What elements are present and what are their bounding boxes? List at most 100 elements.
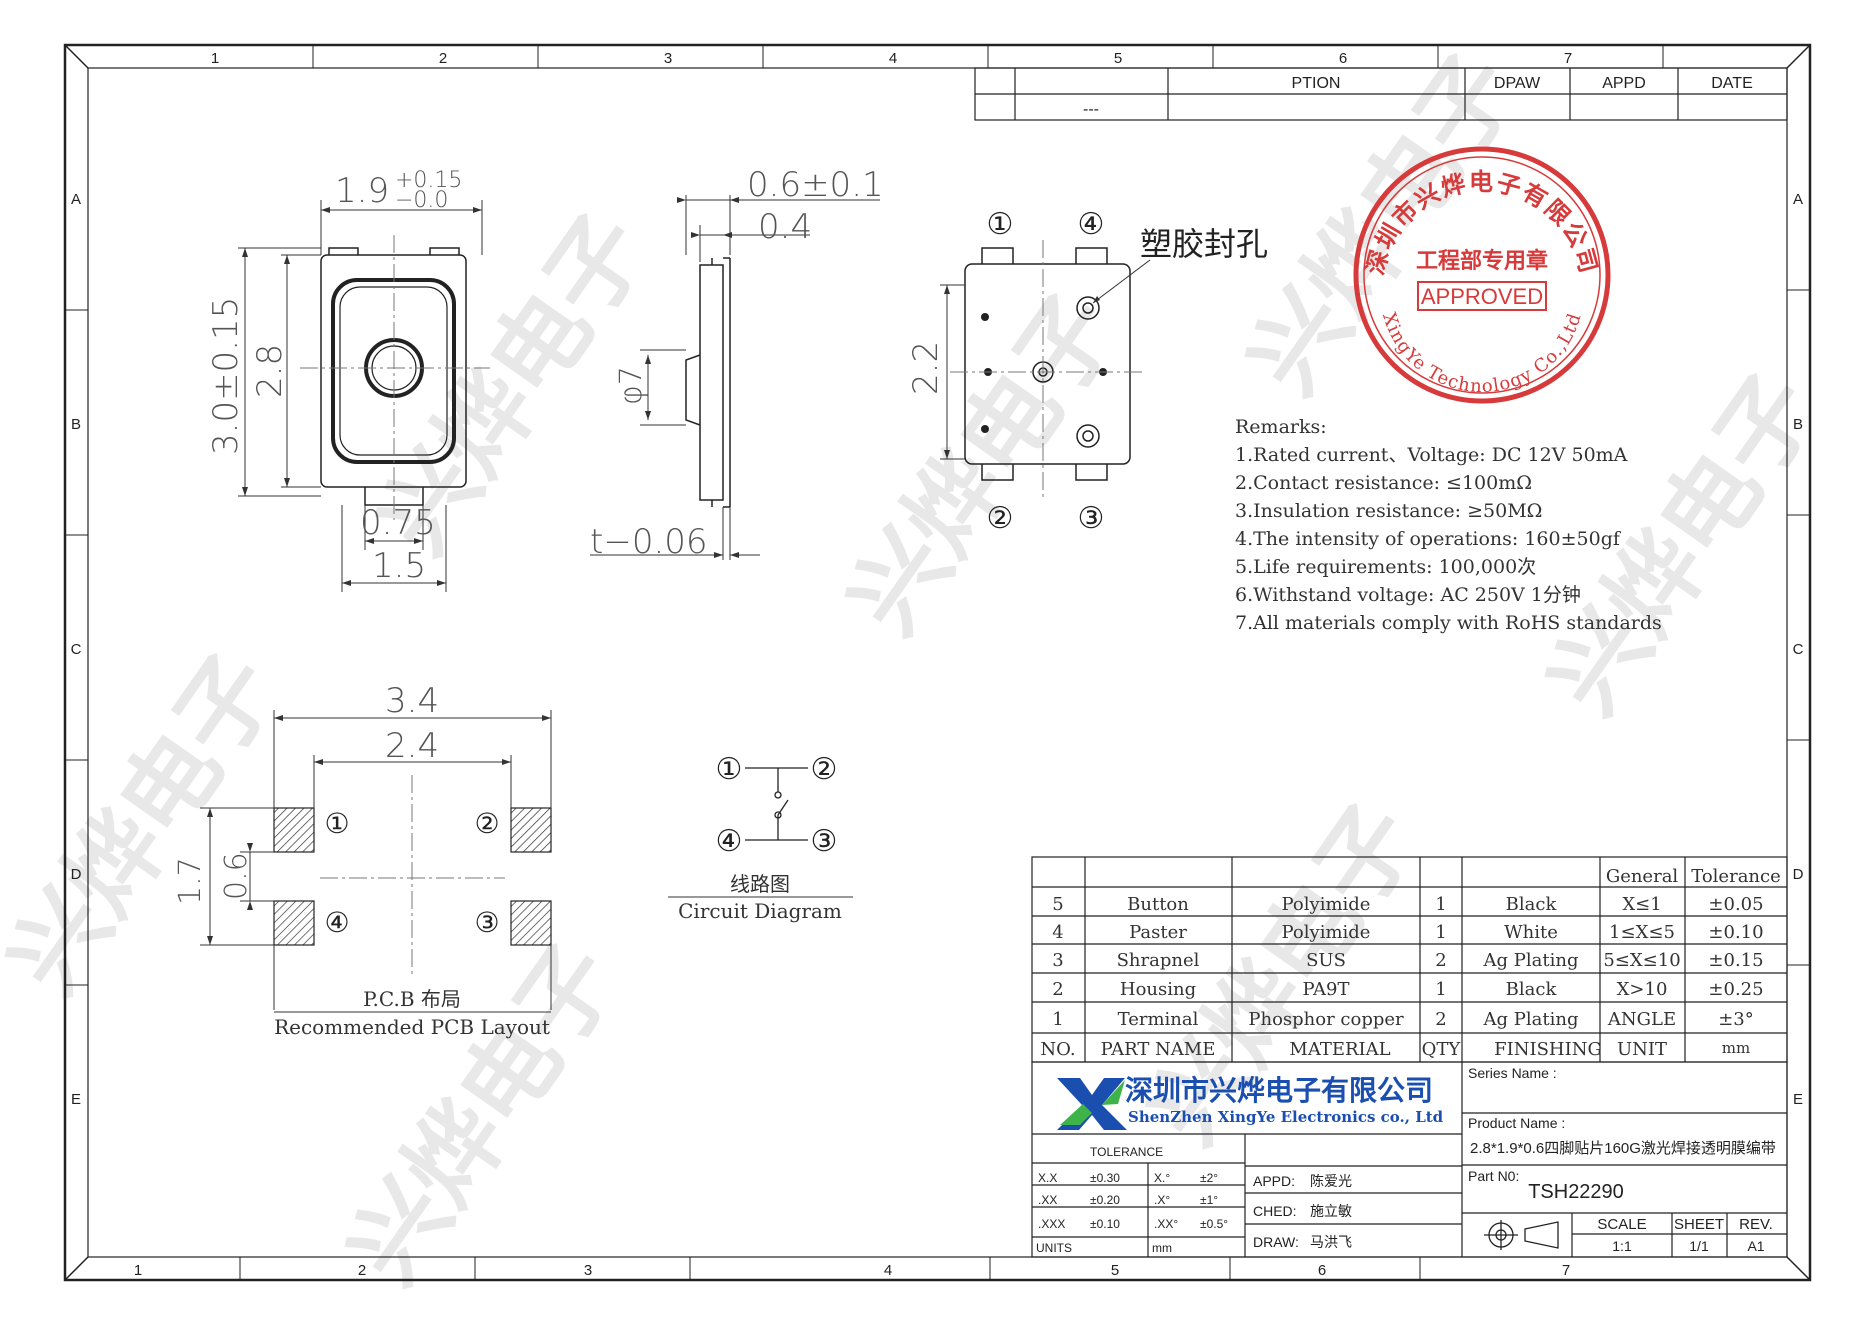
- plastic-sealed-hole-label: 塑胶封孔: [1140, 225, 1268, 263]
- bom-row3-unit: 5≤X≤10: [1603, 950, 1680, 971]
- bom-header-material: MATERIAL: [1289, 1039, 1390, 1060]
- company-name-cn: 深圳市兴烨电子有限公司: [1125, 1074, 1433, 1106]
- scale-value: 1:1: [1612, 1238, 1632, 1254]
- zone-bottom-3: 3: [584, 1262, 592, 1279]
- svg-text:兴烨电子: 兴烨电子: [0, 634, 299, 1013]
- bom-row5-material: Polyimide: [1282, 894, 1371, 915]
- ched-value: 施立敏: [1310, 1204, 1352, 1220]
- bom-header-unit: UNIT: [1617, 1039, 1667, 1060]
- bom-row2-unit: X>10: [1617, 979, 1668, 1000]
- bom-header-finishing: FINISHING: [1494, 1039, 1602, 1060]
- sheet-value: 1/1: [1689, 1238, 1709, 1254]
- zone-right-D: D: [1793, 866, 1804, 883]
- zone-left-C: C: [71, 641, 82, 658]
- pcb-pin-1: ①: [324, 807, 349, 840]
- stamp-dept: 工程部专用章: [1416, 248, 1548, 274]
- dim-width-tol-minus: −0.0: [395, 188, 448, 213]
- rev-header-description: PTION: [1292, 75, 1341, 92]
- pcb-caption-cn: P.C.B 布局: [363, 987, 461, 1011]
- scale-label: SCALE: [1597, 1216, 1646, 1233]
- title-block: General Tolerance 5 Button Polyimide 1 B…: [1031, 856, 1788, 1258]
- dim-total-06: 0.6±0.1: [747, 165, 884, 205]
- bom-row3-tol: ±0.15: [1708, 950, 1763, 971]
- zone-left-D: D: [71, 866, 82, 883]
- zone-top-2: 2: [439, 50, 447, 67]
- zone-left-E: E: [71, 1091, 81, 1108]
- pcb-pin-2: ②: [474, 807, 499, 840]
- product-name-label: Product Name :: [1468, 1115, 1565, 1131]
- bom-row3-finishing: Ag Plating: [1483, 950, 1579, 971]
- bom-row2-qty: 1: [1435, 979, 1446, 1000]
- svg-text:兴烨电子: 兴烨电子: [1127, 784, 1439, 1163]
- rev-value: A1: [1747, 1238, 1764, 1254]
- rev-row-value: ---: [1083, 101, 1099, 118]
- zone-bottom-1: 1: [134, 1262, 142, 1279]
- front-view: 1.9 +0.15 −0.0 3.0±0.15 2.8 0.75 1.5: [206, 168, 490, 592]
- zone-bottom-4: 4: [884, 1262, 892, 1279]
- zone-left-B: B: [71, 416, 81, 433]
- series-name-label: Series Name :: [1468, 1065, 1557, 1081]
- units-value: mm: [1152, 1241, 1172, 1255]
- zone-right-C: C: [1793, 641, 1804, 658]
- zone-top-1: 1: [211, 50, 219, 67]
- dim-phi: φ7: [614, 366, 649, 405]
- remarks: Remarks: 1.Rated current、Voltage: DC 12V…: [1235, 416, 1662, 634]
- tol-row1-angle-key: X.°: [1154, 1171, 1170, 1185]
- bom-row1-qty: 2: [1435, 1009, 1446, 1030]
- bom-row2-part: Housing: [1120, 979, 1196, 1000]
- zone-bottom-5: 5: [1111, 1262, 1119, 1279]
- top-pin-2: ②: [987, 501, 1014, 536]
- svg-text:兴烨电子: 兴烨电子: [327, 924, 639, 1303]
- circuit-diagram: ① ② ④ ③ 线路图 Circuit Diagram: [668, 752, 853, 923]
- remark-1: 1.Rated current、Voltage: DC 12V 50mA: [1235, 444, 1628, 466]
- top-pin-4: ④: [1078, 207, 1105, 242]
- dim-inner-28: 2.8: [250, 344, 290, 398]
- top-pin-1: ①: [987, 207, 1014, 242]
- bom-row4-no: 4: [1052, 922, 1063, 943]
- dim-body-04: 0.4: [758, 207, 812, 247]
- revision-table: PTION DPAW APPD DATE ---: [974, 67, 1788, 121]
- bom-row4-part: Paster: [1129, 922, 1187, 943]
- pcb-pin-3: ③: [474, 906, 499, 939]
- svg-text:XingYe Technology Co.,Ltd: XingYe Technology Co.,Ltd: [1378, 310, 1586, 397]
- zone-top-4: 4: [889, 50, 897, 67]
- bom-general-header: General: [1606, 866, 1679, 887]
- tol-row2-val: ±0.20: [1090, 1193, 1120, 1207]
- tol-row1-angle-val: ±2°: [1200, 1171, 1218, 1185]
- bom-row5-tol: ±0.05: [1708, 894, 1763, 915]
- bom-row3-qty: 2: [1435, 950, 1446, 971]
- dim-pin-075: 0.75: [360, 503, 436, 543]
- dim-pin-span-15: 1.5: [372, 546, 426, 586]
- bom-row3-part: Shrapnel: [1117, 950, 1200, 971]
- zone-bottom-7: 7: [1562, 1262, 1570, 1279]
- appd-label: APPD:: [1253, 1173, 1295, 1189]
- rev-header-date: DATE: [1711, 75, 1752, 92]
- bom-row1-material: Phosphor copper: [1248, 1009, 1404, 1030]
- bom-row1-tol: ±3°: [1718, 1009, 1754, 1030]
- remark-7: 7.All materials comply with RoHS standar…: [1235, 612, 1662, 634]
- remark-6: 6.Withstand voltage: AC 250V 1分钟: [1235, 584, 1581, 606]
- bom-row4-unit: 1≤X≤5: [1609, 922, 1675, 943]
- draw-value: 马洪飞: [1310, 1235, 1352, 1251]
- tol-row1-key: X.X: [1038, 1171, 1057, 1185]
- projection-symbol-icon: [1484, 1220, 1559, 1250]
- pcb-layout: 3.4 2.4 1.7 0.6 ① ② ④ ③ P.C.B 布局 Recomme…: [173, 681, 552, 1039]
- dim-height-30: 3.0±0.15: [206, 297, 246, 455]
- bom-row1-no: 1: [1052, 1009, 1063, 1030]
- stamp-company-en: XingYe Technology Co.,Ltd: [1378, 310, 1585, 397]
- bom-tolerance-header: Tolerance: [1691, 866, 1781, 887]
- company-logo: [1057, 1078, 1127, 1130]
- pcb-pin-4: ④: [324, 906, 349, 939]
- remark-2: 2.Contact resistance: ≤100mΩ: [1235, 472, 1532, 494]
- zone-top-5: 5: [1114, 50, 1122, 67]
- top-view: ① ④ ② ③ 2.2 塑胶封孔: [906, 207, 1268, 536]
- bom-row2-tol: ±0.25: [1708, 979, 1763, 1000]
- zone-top-6: 6: [1339, 50, 1347, 67]
- side-view: 0.6±0.1 0.4 φ7 t−0.06: [590, 165, 884, 562]
- tol-row3-key: .XXX: [1038, 1217, 1065, 1231]
- bom-row5-unit: X≤1: [1622, 894, 1661, 915]
- dim-pcb-34: 3.4: [385, 681, 439, 721]
- dim-pcb-17: 1.7: [173, 857, 208, 905]
- bom-header-qty: QTY: [1422, 1039, 1462, 1060]
